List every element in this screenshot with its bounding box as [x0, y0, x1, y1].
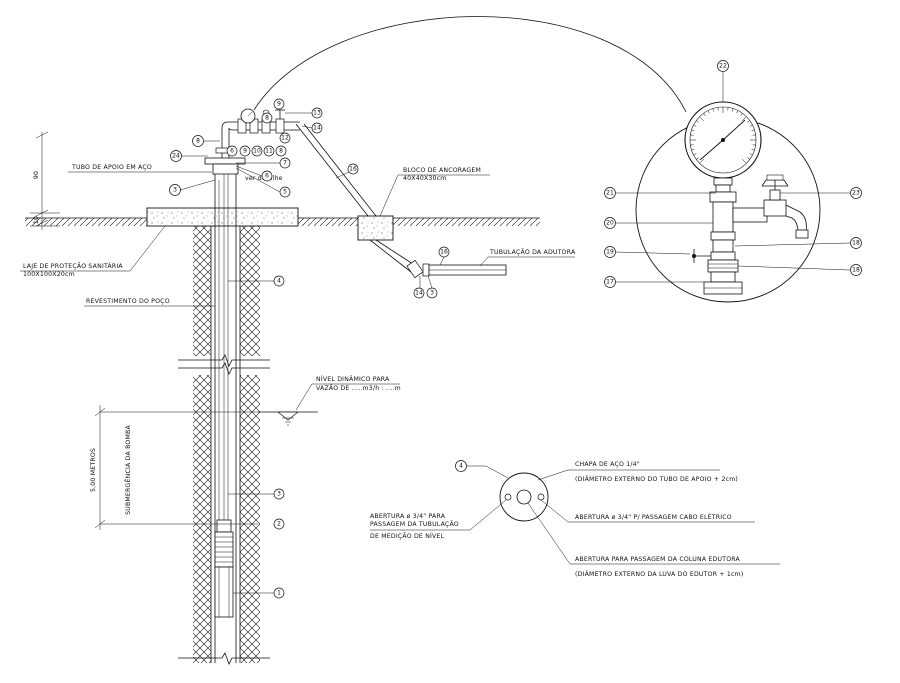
gauge-tick	[732, 108, 734, 112]
gauge-tick	[740, 113, 743, 116]
metros-label: 5,00 METROS	[90, 448, 97, 492]
callout-4-plate: 4	[459, 463, 463, 470]
dimension-5m	[94, 405, 258, 530]
gauge-tick	[696, 157, 699, 160]
borehole-walls	[193, 226, 260, 663]
gauge-tick	[691, 149, 695, 151]
gauge-tick	[693, 124, 697, 127]
gauge-tick	[749, 124, 753, 127]
laje-label-2: 100X100X20cm	[23, 271, 75, 278]
callout-18-b: 18	[852, 267, 860, 274]
discharge-pipe	[295, 123, 507, 279]
gauge-tick	[696, 120, 699, 123]
sanitary-slab	[146, 207, 299, 227]
callout-3-low: 3	[277, 491, 281, 498]
callout-6-a: 6	[230, 148, 234, 155]
tubo-apoio-label: TUBO DE APOIO EM AÇO	[71, 164, 152, 171]
callout-13: 13	[313, 110, 321, 117]
callout-18-a: 18	[852, 240, 860, 247]
callout-7: 7	[283, 160, 287, 167]
submersible-pump	[214, 519, 234, 618]
gauge-tick	[691, 129, 695, 131]
gauge-tick	[741, 158, 747, 164]
callout-20: 20	[606, 220, 614, 227]
nivel-label-2: VAZÃO DE .....m3/h : ....m	[316, 383, 401, 392]
callout-3-top: 3	[173, 187, 177, 194]
abertura-coluna-label-1: ABERTURA PARA PASSAGEM DA COLUNA EDUTORA	[575, 556, 741, 563]
chapa-label-2: (DIÂMETRO EXTERNO DO TUBO DE APOIO + 2cm…	[575, 474, 738, 483]
bloco-label-2: 40X40X30cm	[403, 175, 447, 182]
callout-6-b: 6	[265, 173, 269, 180]
steel-plate-detail	[370, 460, 780, 565]
callout-1: 1	[277, 590, 281, 597]
gauge-tick	[736, 110, 739, 114]
callout-10: 10	[253, 148, 261, 155]
submergencia-label: SUBMERGÊNCIA DA BOMBA	[123, 425, 132, 515]
callout-14-bottom: 14	[415, 290, 423, 297]
detail-reference-arc	[253, 16, 687, 113]
callout-21: 21	[606, 190, 614, 197]
gauge-tick	[747, 157, 750, 160]
dim-10-label: 10	[33, 216, 40, 224]
gauge-tick	[707, 110, 710, 114]
abertura-nivel-label-3: DE MEDIÇÃO DE NÍVEL	[370, 531, 445, 540]
abertura-nivel-label-1: ABERTURA ø 3/4" PARA	[370, 513, 446, 520]
callouts-detail	[604, 60, 862, 288]
callout-9-b: 9	[277, 101, 281, 108]
callout-5: 5	[283, 189, 287, 196]
callout-8-left: 8	[196, 138, 200, 145]
callout-24: 24	[172, 153, 180, 160]
bloco-label-1: BLOCO DE ANCORAGEM	[403, 167, 481, 174]
callout-8-c: 8	[265, 115, 269, 122]
ground-surface	[25, 217, 540, 226]
callouts-left	[169, 98, 450, 599]
revestimento-label: REVESTIMENTO DO POÇO	[86, 298, 170, 305]
gauge-tick	[751, 149, 755, 151]
callout-14-top: 14	[313, 125, 321, 132]
water-level-symbol	[100, 411, 318, 426]
callout-9-a: 9	[243, 148, 247, 155]
callout-12: 12	[281, 135, 289, 142]
callout-2: 2	[277, 521, 281, 528]
gauge-tick	[699, 116, 705, 122]
gauge-tick	[749, 153, 753, 156]
callout-11: 11	[265, 148, 273, 155]
gauge-tick	[751, 129, 755, 131]
callout-16-pipe: 16	[349, 166, 357, 173]
detail-fittings	[692, 174, 809, 295]
callout-23: 23	[852, 190, 860, 197]
dimension-90	[30, 131, 60, 230]
dim-90-label: 90	[33, 171, 40, 179]
gauge-tick	[699, 158, 705, 164]
pressure-gauge	[684, 101, 762, 193]
callout-16-bottom: 16	[440, 249, 448, 256]
gauge-tick	[747, 120, 750, 123]
gauge-tick	[741, 116, 747, 122]
anchor-block	[357, 215, 394, 241]
callout-19: 19	[606, 249, 614, 256]
callout-3-bottom: 3	[430, 290, 434, 297]
gauge-tick	[712, 108, 714, 112]
abertura-cabo-label: ABERTURA ø 3/4" P/ PASSAGEM CABO ELÉTRIC…	[575, 512, 732, 521]
gauge-tick	[703, 113, 706, 116]
callout-22: 22	[719, 63, 727, 70]
nivel-label-1: NÍVEL DINÂMICO PARA	[316, 374, 390, 383]
tubulacao-label: TUBULAÇÃO DA ADUTORA	[489, 247, 576, 256]
gauge-tick	[693, 153, 697, 156]
abertura-nivel-label-2: PASSAGEM DA TUBULAÇÃO	[370, 519, 459, 528]
callout-8-b: 8	[279, 148, 283, 155]
laje-label-1: LAJE DE PROTEÇÃO SANITÁRIA	[23, 261, 123, 270]
callout-4: 4	[277, 278, 281, 285]
chapa-label-1: CHAPA DE AÇO 1/4"	[575, 461, 640, 468]
callout-17: 17	[606, 279, 614, 286]
abertura-coluna-label-2: (DIÂMETRO EXTERNO DA LUVA DO EDUTOR + 1c…	[575, 569, 744, 578]
